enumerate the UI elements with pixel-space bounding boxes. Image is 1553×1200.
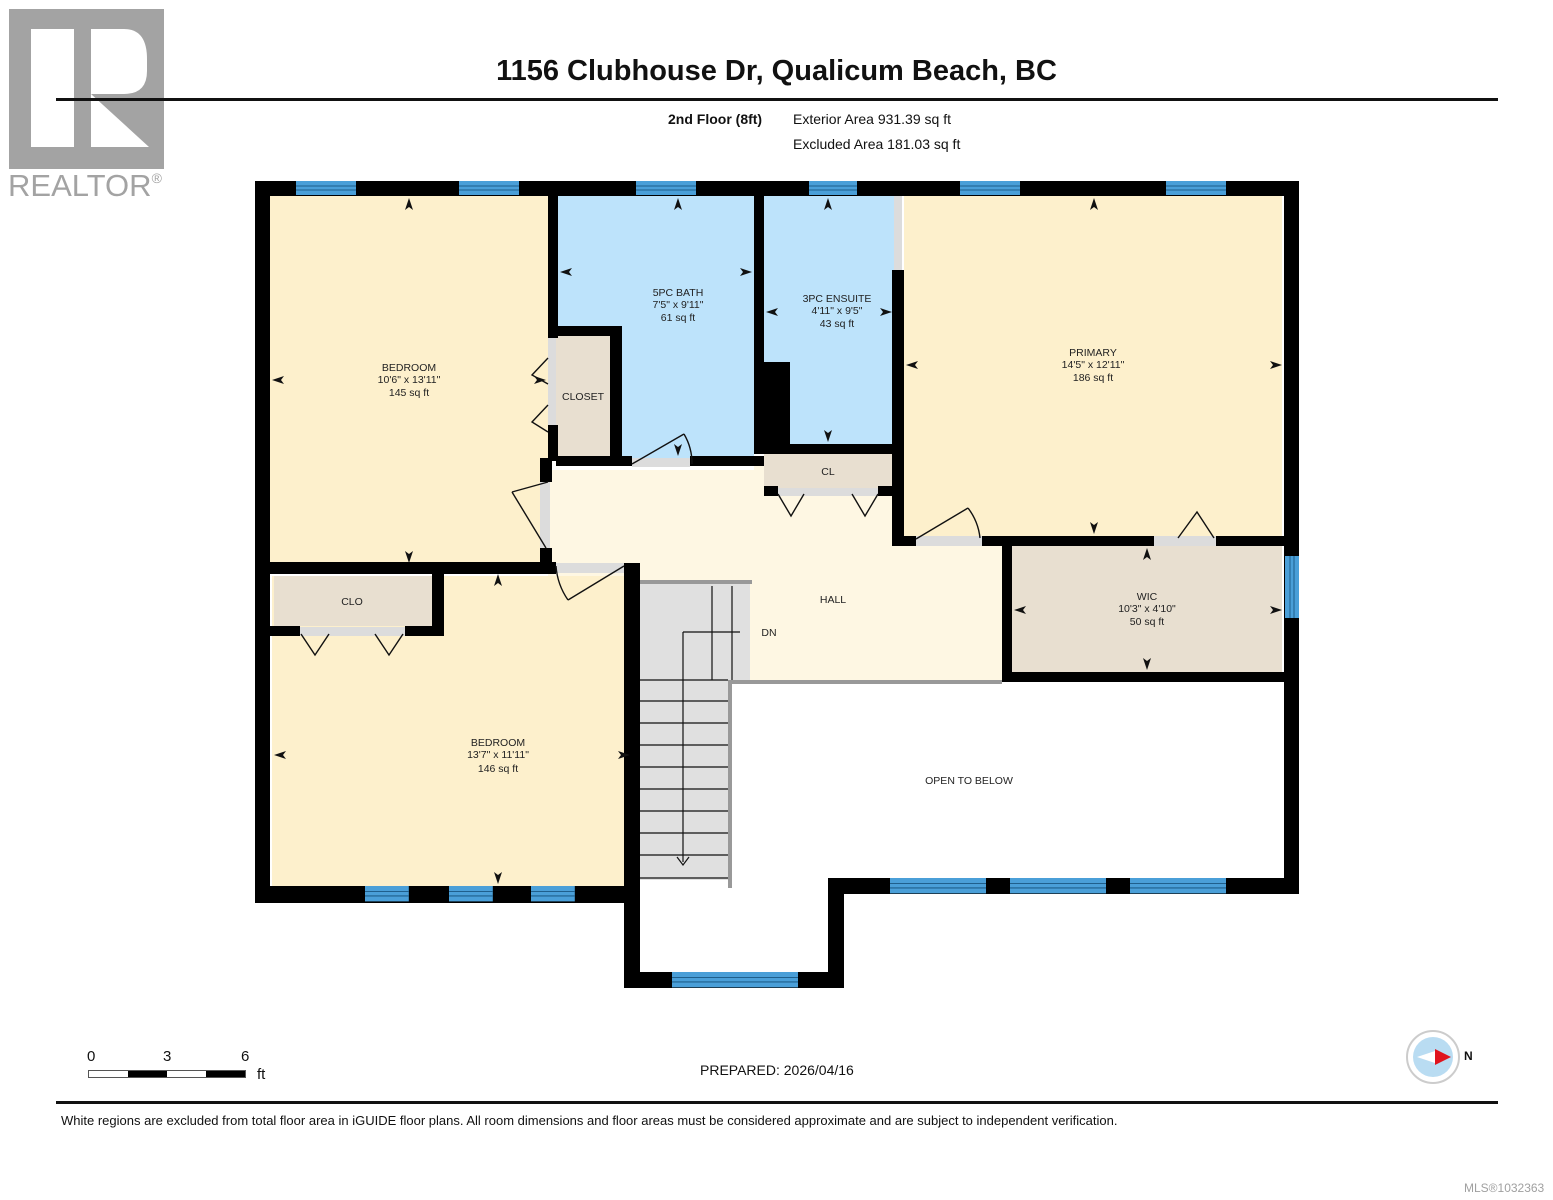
prepared-date: PREPARED: 2026/04/16 <box>700 1062 854 1078</box>
header-rule <box>56 98 1498 101</box>
cl-name: CL <box>821 466 835 478</box>
scale-tick-3: 3 <box>163 1048 172 1065</box>
windows <box>295 180 1299 989</box>
compass-north-label: N <box>1464 1049 1473 1063</box>
doors <box>300 357 1215 657</box>
open-to-below-label: OPEN TO BELOW <box>925 775 1013 787</box>
scale-tick-6: 6 <box>241 1048 250 1065</box>
primary-dims: 14'5" x 12'11" <box>1062 359 1125 371</box>
disclaimer: White regions are excluded from total fl… <box>61 1113 1118 1128</box>
cl-fill <box>764 454 892 488</box>
primary-area: 186 sq ft <box>1073 372 1113 384</box>
bath-area: 61 sq ft <box>661 312 696 324</box>
clo-fill <box>274 576 432 626</box>
realtor-wordmark: REALTOR® <box>8 168 162 203</box>
ensuite-dims: 4'11" x 9'5" <box>812 305 863 317</box>
bath-dims: 7'5" x 9'11" <box>653 299 704 311</box>
ensuite-name: 3PC ENSUITE <box>803 293 872 305</box>
stairs <box>640 586 740 879</box>
hall-name: HALL <box>820 594 846 606</box>
closet1-fill <box>556 336 610 458</box>
scale-tick-0: 0 <box>87 1048 96 1065</box>
hall-fill <box>548 464 1002 682</box>
floor-plan: BEDROOM 10'6" x 13'11" 145 sq ft CLOSET … <box>255 180 1299 989</box>
primary-name: PRIMARY <box>1069 347 1117 359</box>
exterior-area: Exterior Area 931.39 sq ft <box>793 111 951 127</box>
property-address: 1156 Clubhouse Dr, Qualicum Beach, BC <box>496 55 1057 87</box>
footer-rule <box>56 1101 1498 1104</box>
scale-unit: ft <box>257 1066 266 1083</box>
closet1-name: CLOSET <box>562 391 605 403</box>
bedroom1-area: 145 sq ft <box>389 387 429 399</box>
bedroom2-name: BEDROOM <box>471 737 525 749</box>
bedroom2-area: 146 sq ft <box>478 763 518 775</box>
realtor-r-icon <box>31 29 149 147</box>
wic-name: WIC <box>1137 591 1158 603</box>
ensuite-area: 43 sq ft <box>820 318 855 330</box>
excluded-area: Excluded Area 181.03 sq ft <box>793 136 961 152</box>
bedroom1-dims: 10'6" x 13'11" <box>378 374 441 386</box>
bedroom1-fill <box>270 196 548 564</box>
clo-name: CLO <box>341 596 363 608</box>
stairs-dn-label: DN <box>761 627 776 639</box>
scale-segments <box>88 1070 246 1078</box>
realtor-logo <box>9 9 164 169</box>
compass-icon <box>1406 1030 1460 1084</box>
dimension-markers <box>272 198 1282 884</box>
bath-name: 5PC BATH <box>653 287 704 299</box>
bedroom1-name: BEDROOM <box>382 362 436 374</box>
bedroom2-dims: 13'7" x 11'11" <box>467 749 529 761</box>
mls-number: MLS®1032363 <box>1464 1181 1545 1195</box>
stairs-run <box>640 682 728 880</box>
wic-area: 50 sq ft <box>1130 616 1165 628</box>
wic-dims: 10'3" x 4'10" <box>1118 603 1176 615</box>
primary-fill <box>904 196 1282 536</box>
wic-fill <box>1012 546 1282 672</box>
floor-label: 2nd Floor (8ft) <box>668 111 763 127</box>
